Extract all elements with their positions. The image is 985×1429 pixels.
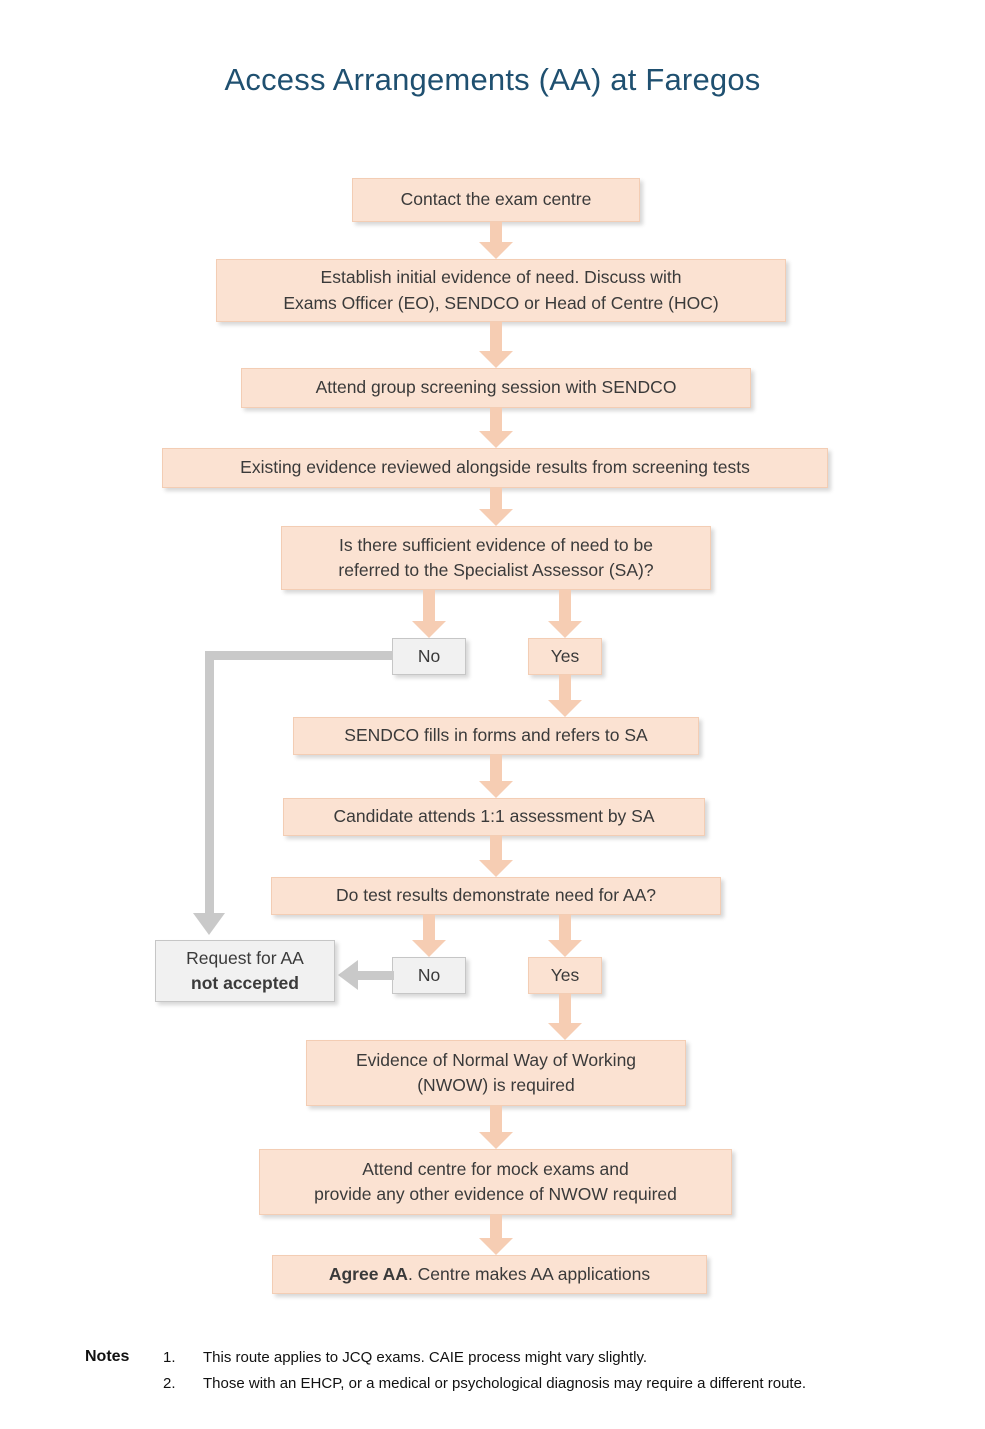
node-decision-test-results[interactable]: Do test results demonstrate need for AA?: [271, 877, 721, 915]
node-label-line2: Exams Officer (EO), SENDCO or Head of Ce…: [283, 292, 719, 313]
node-label: SENDCO fills in forms and refers to SA: [344, 725, 648, 746]
arrow-n5-to-no: [412, 590, 446, 638]
option-label: No: [417, 645, 441, 666]
node-sendco-fills-forms[interactable]: SENDCO fills in forms and refers to SA: [293, 717, 699, 755]
note-number: 1.: [163, 1349, 176, 1366]
node-label-line2: referred to the Specialist Assessor (SA)…: [338, 560, 654, 580]
node-label-rest: . Centre makes AA applications: [407, 1263, 651, 1284]
node-label: Candidate attends 1:1 assessment by SA: [333, 806, 655, 827]
note-text: This route applies to JCQ exams. CAIE pr…: [203, 1349, 648, 1366]
node-label-bold: Agree AA: [328, 1263, 408, 1284]
arrow-n6-to-n7: [479, 755, 513, 798]
arrow-n3-to-n4: [479, 408, 513, 448]
arrow-n5-to-yes: [548, 590, 582, 638]
node-label-line1: Request for AA: [186, 947, 304, 968]
arrow-n4-to-n5: [479, 488, 513, 526]
node-label-line2: provide any other evidence of NWOW requi…: [314, 1184, 677, 1204]
node-label-line2: (NWOW) is required: [417, 1075, 575, 1095]
decision-option-no-2[interactable]: No: [392, 957, 466, 994]
node-agree-aa[interactable]: Agree AA. Centre makes AA applications: [272, 1255, 707, 1294]
node-contact-exam-centre[interactable]: Contact the exam centre: [352, 178, 640, 222]
decision-option-yes-1[interactable]: Yes: [528, 638, 602, 675]
node-label-line1: Attend centre for mock exams and: [362, 1158, 629, 1179]
node-candidate-attends-assessment[interactable]: Candidate attends 1:1 assessment by SA: [283, 798, 705, 836]
node-label-line1: Is there sufficient evidence of need to …: [339, 534, 653, 555]
arrow-n10-to-n11: [479, 1215, 513, 1255]
connector-no1-vertical: [205, 651, 214, 913]
connector-no2-horizontal: [358, 971, 394, 980]
arrow-yes2-to-n9: [548, 994, 582, 1040]
arrow-n8-to-yes: [548, 915, 582, 957]
option-label: Yes: [550, 964, 580, 985]
notes-label: Notes: [85, 1348, 130, 1365]
node-label: Attend group screening session with SEND…: [315, 377, 677, 398]
option-label: Yes: [550, 645, 580, 666]
node-request-not-accepted[interactable]: Request for AA not accepted: [155, 940, 335, 1002]
connector-no2-arrowhead: [338, 960, 358, 990]
connector-no1-arrowhead: [193, 913, 225, 935]
note-item: 2. Those with an EHCP, or a medical or p…: [163, 1371, 953, 1397]
arrow-n2-to-n3: [479, 322, 513, 368]
node-label-line2: not accepted: [191, 973, 299, 993]
note-number: 2.: [163, 1375, 176, 1393]
node-decision-sufficient-evidence[interactable]: Is there sufficient evidence of need to …: [281, 526, 711, 590]
node-evidence-nwow-required[interactable]: Evidence of Normal Way of Working (NWOW)…: [306, 1040, 686, 1106]
option-label: No: [417, 964, 441, 985]
node-label: Existing evidence reviewed alongside res…: [240, 457, 750, 478]
decision-option-yes-2[interactable]: Yes: [528, 957, 602, 994]
arrow-yes1-to-n6: [548, 675, 582, 717]
arrow-n1-to-n2: [479, 222, 513, 259]
arrow-n8-to-no: [412, 915, 446, 957]
node-label-line1: Evidence of Normal Way of Working: [355, 1049, 637, 1070]
decision-option-no-1[interactable]: No: [392, 638, 466, 675]
page-title: Access Arrangements (AA) at Faregos: [224, 62, 761, 97]
node-label-line1: Establish initial evidence of need. Disc…: [320, 267, 682, 288]
note-item: 1. This route applies to JCQ exams. CAIE…: [163, 1345, 953, 1371]
node-label: Agree AA. Centre makes AA applications: [329, 1262, 650, 1287]
arrow-n7-to-n8: [479, 836, 513, 877]
node-attend-group-screening[interactable]: Attend group screening session with SEND…: [241, 368, 751, 408]
note-text: Those with an EHCP, or a medical or psyc…: [203, 1375, 807, 1393]
node-establish-initial-evidence[interactable]: Establish initial evidence of need. Disc…: [216, 259, 786, 322]
node-label: Do test results demonstrate need for AA?: [335, 885, 657, 906]
node-existing-evidence-reviewed[interactable]: Existing evidence reviewed alongside res…: [162, 448, 828, 488]
arrow-n9-to-n10: [479, 1106, 513, 1149]
notes-list: 1. This route applies to JCQ exams. CAIE…: [163, 1345, 953, 1398]
node-attend-mock-exams[interactable]: Attend centre for mock exams and provide…: [259, 1149, 732, 1215]
node-label: Contact the exam centre: [400, 189, 592, 210]
connector-no1-horizontal: [205, 651, 393, 660]
